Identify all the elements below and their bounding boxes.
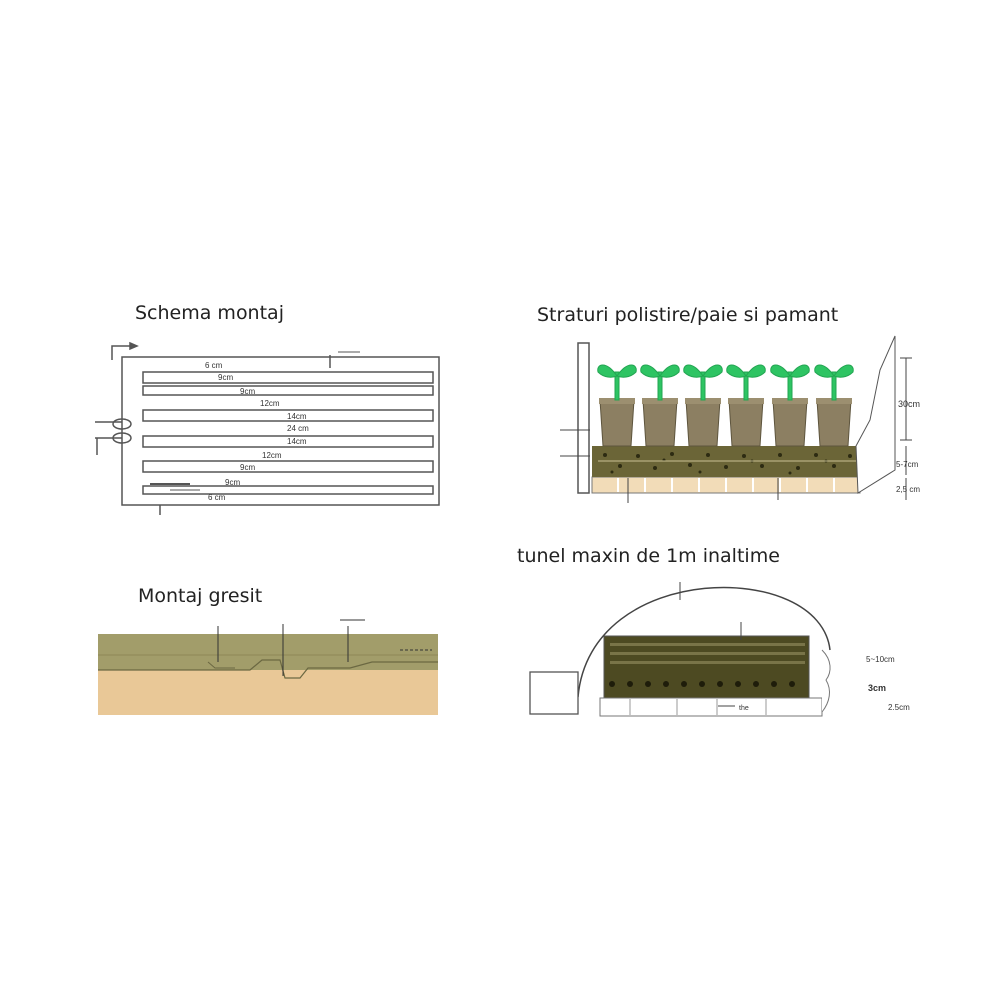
pipe-loop [142, 371, 434, 384]
side-block [529, 671, 579, 715]
pipe-wave [98, 659, 438, 679]
pipe-dip [207, 661, 235, 669]
tunnel-markers [679, 582, 742, 707]
dim-label-2-5cm: 2.5cm [888, 703, 910, 712]
wrong-installation-diagram [98, 619, 438, 715]
pipe-frame [121, 356, 440, 506]
insulation-blocks [629, 699, 767, 715]
dim-label-30cm: 30cm [898, 399, 920, 409]
edge-wave [821, 649, 831, 713]
spacing-label: 9cm [240, 463, 255, 472]
spacing-label: 24 cm [287, 424, 309, 433]
pot-rims [599, 398, 852, 404]
flow-arrow [111, 345, 130, 360]
dim-label-5-7cm: 5-7cm [896, 460, 919, 469]
title-schema-montaj: Schema montaj [135, 302, 284, 324]
spacing-label: 9cm [240, 387, 255, 396]
pipe-loop [142, 385, 434, 396]
spacing-label: 6 cm [208, 493, 226, 502]
side-wall [577, 342, 590, 494]
arrow-head-icon [129, 341, 139, 351]
spacing-label: 12cm [262, 451, 282, 460]
dim-label-3cm: 3cm [868, 683, 886, 693]
spacing-label: 9cm [218, 373, 233, 382]
spacing-label: 6 cm [205, 361, 223, 370]
connector [112, 432, 132, 444]
dimension-lines [560, 357, 912, 503]
pipe-layout-diagram [95, 341, 440, 515]
tunnel-arch [577, 586, 831, 698]
connector [112, 418, 132, 430]
seedling-pots [599, 399, 852, 447]
pipe-spacing-labels: 6 cm 9cm 9cm 12cm 14cm 24 cm 14cm 12cm 9… [205, 361, 309, 502]
dim-label-5-10cm: 5~10cm [866, 655, 895, 664]
pipe-loop [142, 435, 434, 448]
title-tunel: tunel maxin de 1m inaltime [517, 545, 780, 567]
title-straturi: Straturi polistire/paie si pamant [537, 304, 839, 326]
spacing-label: 14cm [287, 412, 307, 421]
pipe-loop [142, 485, 434, 495]
sprout-icon [597, 364, 854, 401]
inner-label: the [739, 705, 749, 712]
soil-grain [610, 643, 805, 664]
soil-grain [603, 452, 852, 475]
ground-slope [855, 335, 896, 494]
insulation-blocks [617, 478, 835, 492]
soil-layer [98, 634, 438, 670]
tunnel-diagram: the 5~10cm 3cm 2.5cm [529, 582, 910, 717]
pipe-dots [609, 681, 795, 687]
spacing-label: 14cm [287, 437, 307, 446]
pipe-loop [142, 460, 434, 473]
insulation-layer [599, 697, 823, 717]
spacing-label: 9cm [225, 478, 240, 487]
spacing-label: 12cm [260, 399, 280, 408]
wrong-markers [217, 619, 432, 676]
dim-label-2-5cm: 2,5 cm [896, 485, 920, 494]
pipe-loop [142, 409, 434, 422]
title-montaj-gresit: Montaj gresit [138, 585, 263, 607]
layers-diagram: 30cm 5-7cm 2,5 cm [560, 335, 920, 503]
